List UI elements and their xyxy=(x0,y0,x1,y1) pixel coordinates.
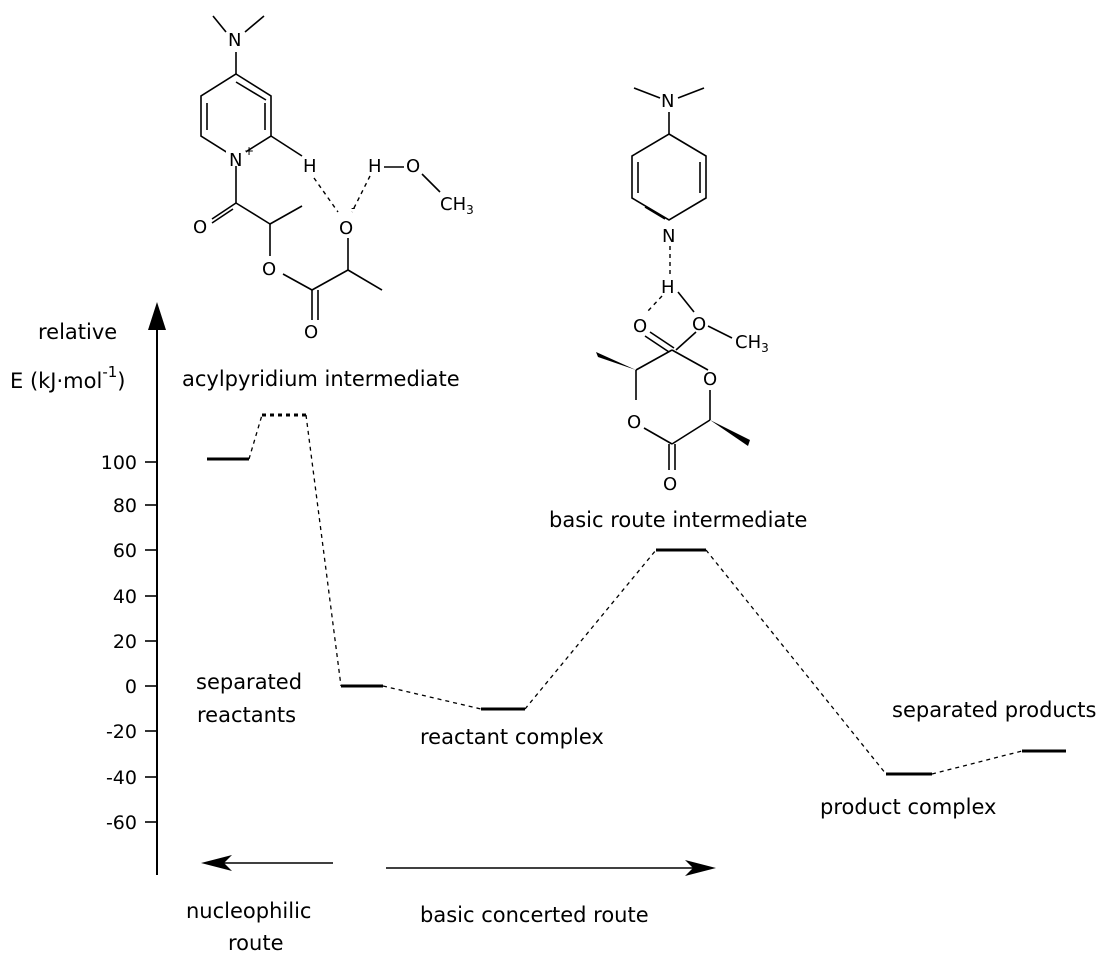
basic-intermediate-structure: N N H O O CH3 O O O xyxy=(596,87,769,495)
atom-o-methoxy: O xyxy=(692,314,706,335)
y-tick-label: 0 xyxy=(125,676,137,698)
y-axis-label-line2: E (kJ·mol-1) xyxy=(10,363,125,393)
y-tick-label: -20 xyxy=(106,721,137,743)
charge-minus: - xyxy=(351,201,355,215)
connector-basic-to-product-complex xyxy=(705,549,887,775)
label-reactants: reactants xyxy=(197,703,296,727)
atom-n-pyridine: N xyxy=(662,226,675,247)
atom-o-carbonyl-1: O xyxy=(193,217,207,238)
atom-o-ring-1: O xyxy=(703,369,717,390)
charge-plus: + xyxy=(244,144,254,158)
atom-o-alkoxide: O xyxy=(339,218,353,239)
basic-route-arrow xyxy=(386,860,716,876)
atom-o-ring-2: O xyxy=(627,412,641,433)
atom-h-methanol: H xyxy=(368,156,382,177)
y-axis-label-line1: relative xyxy=(38,320,117,344)
atom-h-basic: H xyxy=(661,277,675,298)
y-tick-label: -60 xyxy=(106,812,137,834)
connector-complex-to-basic xyxy=(524,549,657,710)
acylpyridium-structure: N N + H O O O O - H xyxy=(193,15,474,343)
atom-n-dimethylamino-1: N xyxy=(228,30,241,51)
connector-start-to-acyl xyxy=(248,414,263,460)
label-product-complex: product complex xyxy=(820,795,996,819)
y-tick-label: 100 xyxy=(101,452,137,474)
label-acylpyridium-intermediate: acylpyridium intermediate xyxy=(182,367,460,391)
nucleophilic-route-arrow xyxy=(201,855,333,871)
atom-o-methanol: O xyxy=(406,156,420,177)
atom-n-dimethylamino-2: N xyxy=(661,91,674,112)
label-basic-concerted-route: basic concerted route xyxy=(420,903,649,927)
path-connectors xyxy=(248,414,1023,775)
atom-o-lactide-carbonyl-1: O xyxy=(633,316,647,337)
energy-levels xyxy=(207,413,1066,776)
atom-h-ring: H xyxy=(303,156,317,177)
y-axis: 100 80 60 40 20 0 -20 -40 -60 xyxy=(101,302,166,875)
y-axis-tick-labels: 100 80 60 40 20 0 -20 -40 -60 xyxy=(101,452,137,834)
y-tick-label: 80 xyxy=(113,495,137,517)
y-axis-arrowhead xyxy=(148,302,166,330)
atom-o-ester: O xyxy=(262,259,276,280)
label-separated: separated xyxy=(196,670,302,694)
methyl-group-1: CH3 xyxy=(440,194,474,217)
label-route: route xyxy=(228,931,283,954)
y-tick-label: -40 xyxy=(106,767,137,789)
label-basic-route-intermediate: basic route intermediate xyxy=(549,508,807,532)
y-axis-ticks xyxy=(145,461,157,823)
label-nucleophilic: nucleophilic xyxy=(186,899,311,923)
atom-o-carbonyl-2: O xyxy=(304,322,318,343)
y-tick-label: 60 xyxy=(113,540,137,562)
y-tick-label: 20 xyxy=(113,631,137,653)
label-reactant-complex: reactant complex xyxy=(420,725,604,749)
methyl-group-2: CH3 xyxy=(735,332,769,355)
connector-reactants-to-complex xyxy=(382,685,482,710)
connector-product-complex-to-products xyxy=(931,750,1023,775)
atom-n-pyridinium: N xyxy=(229,150,242,171)
connector-acyl-to-reactants xyxy=(305,414,342,687)
y-tick-label: 40 xyxy=(113,586,137,608)
label-separated-products: separated products xyxy=(892,698,1096,722)
atom-o-lactide-carbonyl-2: O xyxy=(663,474,677,495)
